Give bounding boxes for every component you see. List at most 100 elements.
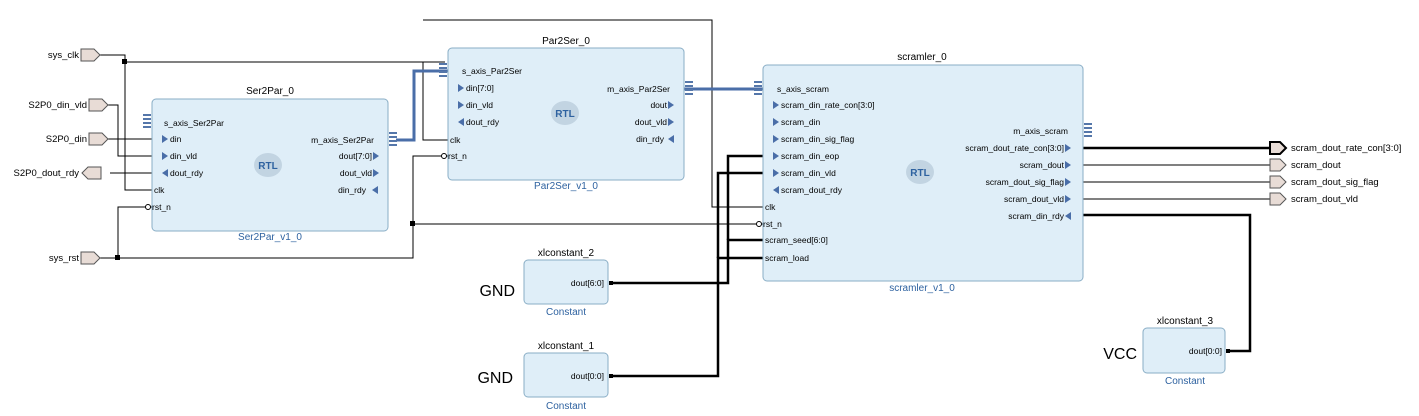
- port-dout[interactable]: scram_dout: [1020, 160, 1065, 170]
- gnd-label: GND: [477, 370, 513, 387]
- wire-s2p0-din-vld[interactable]: [108, 104, 152, 157]
- junction-dot: [122, 59, 127, 64]
- external-port-sys-rst[interactable]: sys_rst: [49, 251, 101, 265]
- external-port-s2p0-din[interactable]: S2P0_din: [46, 132, 109, 146]
- port-label: S2P0_dout_rdy: [14, 168, 80, 179]
- port-dout[interactable]: dout[7:0]: [339, 151, 372, 161]
- port-m-axis[interactable]: m_axis_Par2Ser: [607, 84, 670, 94]
- scramler-block[interactable]: scramler_0 s_axis_scram scram_din_rate_c…: [754, 52, 1092, 294]
- port-dout[interactable]: dout: [650, 100, 667, 110]
- output-arrow-icon: [1065, 161, 1071, 169]
- port-dout-vld[interactable]: dout_vld: [635, 117, 667, 127]
- external-port-s2p0-din-vld[interactable]: S2P0_din_vld: [28, 98, 109, 112]
- port-s-axis[interactable]: s_axis_Par2Ser: [462, 66, 522, 76]
- port-dout-sig-flag[interactable]: scram_dout_sig_flag: [986, 177, 1065, 187]
- input-arrow-icon: [458, 84, 464, 92]
- port-din-rdy[interactable]: din_rdy: [338, 185, 367, 195]
- port-clk[interactable]: clk: [450, 135, 461, 145]
- external-port-s2p0-dout-rdy[interactable]: S2P0_dout_rdy: [14, 166, 102, 180]
- port-label: S2P0_din: [46, 134, 87, 145]
- input-arrow-icon: [668, 135, 674, 143]
- port-din-eop[interactable]: scram_din_eop: [781, 151, 839, 161]
- port-label: sys_clk: [48, 50, 79, 61]
- wire-clk-par2ser[interactable]: [422, 62, 448, 141]
- external-port-scram-dout[interactable]: scram_dout: [1269, 158, 1341, 172]
- port-rst-n[interactable]: rst_n: [763, 219, 782, 229]
- interface-icon: [439, 63, 447, 77]
- port-s-axis[interactable]: s_axis_scram: [777, 84, 829, 94]
- port-clk[interactable]: clk: [154, 185, 165, 195]
- port-dout-rate-con[interactable]: scram_dout_rate_con[3:0]: [965, 143, 1064, 153]
- port-load[interactable]: scram_load: [765, 253, 809, 263]
- par2ser-block[interactable]: Par2Ser_0 s_axis_Par2Ser din[7:0] din_vl…: [439, 36, 693, 192]
- external-inputs: sys_clk S2P0_din_vld S2P0_din S2P0_dout_…: [14, 48, 109, 265]
- port-clk[interactable]: clk: [765, 202, 776, 212]
- port-din-vld[interactable]: scram_din_vld: [781, 168, 836, 178]
- wire-const2-seed[interactable]: [612, 238, 763, 285]
- junction-dot: [410, 221, 415, 226]
- wire-sys-clk-ser2par[interactable]: [100, 54, 152, 191]
- wire-const-din-vld[interactable]: [716, 171, 763, 258]
- rtl-icon: RTL: [254, 153, 282, 177]
- port-din-rdy[interactable]: scram_din_rdy: [1008, 211, 1064, 221]
- block-subtitle: Constant: [546, 307, 586, 318]
- external-port-sys-clk[interactable]: sys_clk: [48, 48, 101, 62]
- block-subtitle: Ser2Par_v1_0: [238, 232, 302, 243]
- input-arrow-icon: [1065, 212, 1071, 220]
- external-port-scram-dout-vld[interactable]: scram_dout_vld: [1269, 192, 1358, 206]
- rtl-icon: RTL: [906, 160, 934, 184]
- port-dout-vld[interactable]: scram_dout_vld: [1004, 194, 1064, 204]
- port-din-vld[interactable]: din_vld: [466, 100, 493, 110]
- external-port-scram-dout-sig-flag[interactable]: scram_dout_sig_flag: [1269, 175, 1379, 189]
- wire-clk-scramler[interactable]: [423, 19, 763, 208]
- port-din-vld[interactable]: din_vld: [170, 151, 197, 161]
- port-din[interactable]: din[7:0]: [466, 83, 494, 93]
- port-rst-n[interactable]: rst_n: [448, 151, 467, 161]
- port-dout-rdy[interactable]: dout_rdy: [466, 117, 500, 127]
- wire-const1-load[interactable]: [612, 256, 763, 378]
- input-arrow-icon: [773, 169, 779, 177]
- port-din[interactable]: din: [170, 134, 182, 144]
- port-m-axis[interactable]: m_axis_Ser2Par: [311, 135, 374, 145]
- input-arrow-icon: [773, 118, 779, 126]
- ser2par-block[interactable]: Ser2Par_0 s_axis_Ser2Par din din_vld dou…: [143, 86, 397, 243]
- interface-icon: [143, 114, 151, 128]
- port-din-rate-con[interactable]: scram_din_rate_con[3:0]: [781, 100, 875, 110]
- xlconstant-1-block[interactable]: GND xlconstant_1 dout[0:0] Constant: [477, 341, 613, 412]
- port-dout-rdy[interactable]: scram_dout_rdy: [781, 185, 843, 195]
- output-arrow-icon: [458, 118, 464, 126]
- xlconstant-2-block[interactable]: GND xlconstant_2 dout[6:0] Constant: [479, 248, 613, 318]
- port-dout-vld[interactable]: dout_vld: [340, 168, 372, 178]
- port-dout[interactable]: dout[0:0]: [571, 371, 604, 381]
- port-label: sys_rst: [49, 253, 79, 264]
- pin-marker: [609, 281, 613, 285]
- port-rst-n[interactable]: rst_n: [152, 202, 171, 212]
- port-din[interactable]: scram_din: [781, 117, 820, 127]
- svg-text:RTL: RTL: [258, 161, 277, 172]
- port-din-rdy[interactable]: din_rdy: [636, 134, 665, 144]
- output-arrow-icon: [668, 118, 674, 126]
- wire-const-din-eop[interactable]: [726, 154, 763, 240]
- port-s-axis[interactable]: s_axis_Ser2Par: [164, 118, 224, 128]
- xlconstant-3-block[interactable]: VCC xlconstant_3 dout[0:0] Constant: [1103, 316, 1230, 387]
- port-din-sig-flag[interactable]: scram_din_sig_flag: [781, 134, 855, 144]
- block-subtitle: Par2Ser_v1_0: [534, 181, 598, 192]
- wire-sys-rst-ser2par[interactable]: [117, 206, 152, 258]
- external-port-scram-dout-rate-con[interactable]: scram_dout_rate_con[3:0]: [1269, 141, 1401, 155]
- gnd-label: GND: [479, 283, 515, 300]
- port-dout[interactable]: dout[0:0]: [1189, 346, 1222, 356]
- port-label: scram_dout_rate_con[3:0]: [1291, 143, 1401, 154]
- pin-marker: [609, 374, 613, 378]
- input-arrow-icon: [773, 101, 779, 109]
- axi-ser2par-to-par2ser[interactable]: [396, 69, 448, 142]
- port-dout[interactable]: dout[6:0]: [571, 278, 604, 288]
- port-dout-rdy[interactable]: dout_rdy: [170, 168, 204, 178]
- port-m-axis[interactable]: m_axis_scram: [1013, 126, 1068, 136]
- inverted-pin-icon: [145, 204, 151, 210]
- wire-const3-din-rdy[interactable]: [1076, 213, 1252, 353]
- wire-sys-rst-par2ser[interactable]: [100, 155, 448, 259]
- port-seed[interactable]: scram_seed[6:0]: [765, 235, 828, 245]
- output-arrow-icon: [373, 152, 379, 160]
- input-arrow-icon: [372, 186, 378, 194]
